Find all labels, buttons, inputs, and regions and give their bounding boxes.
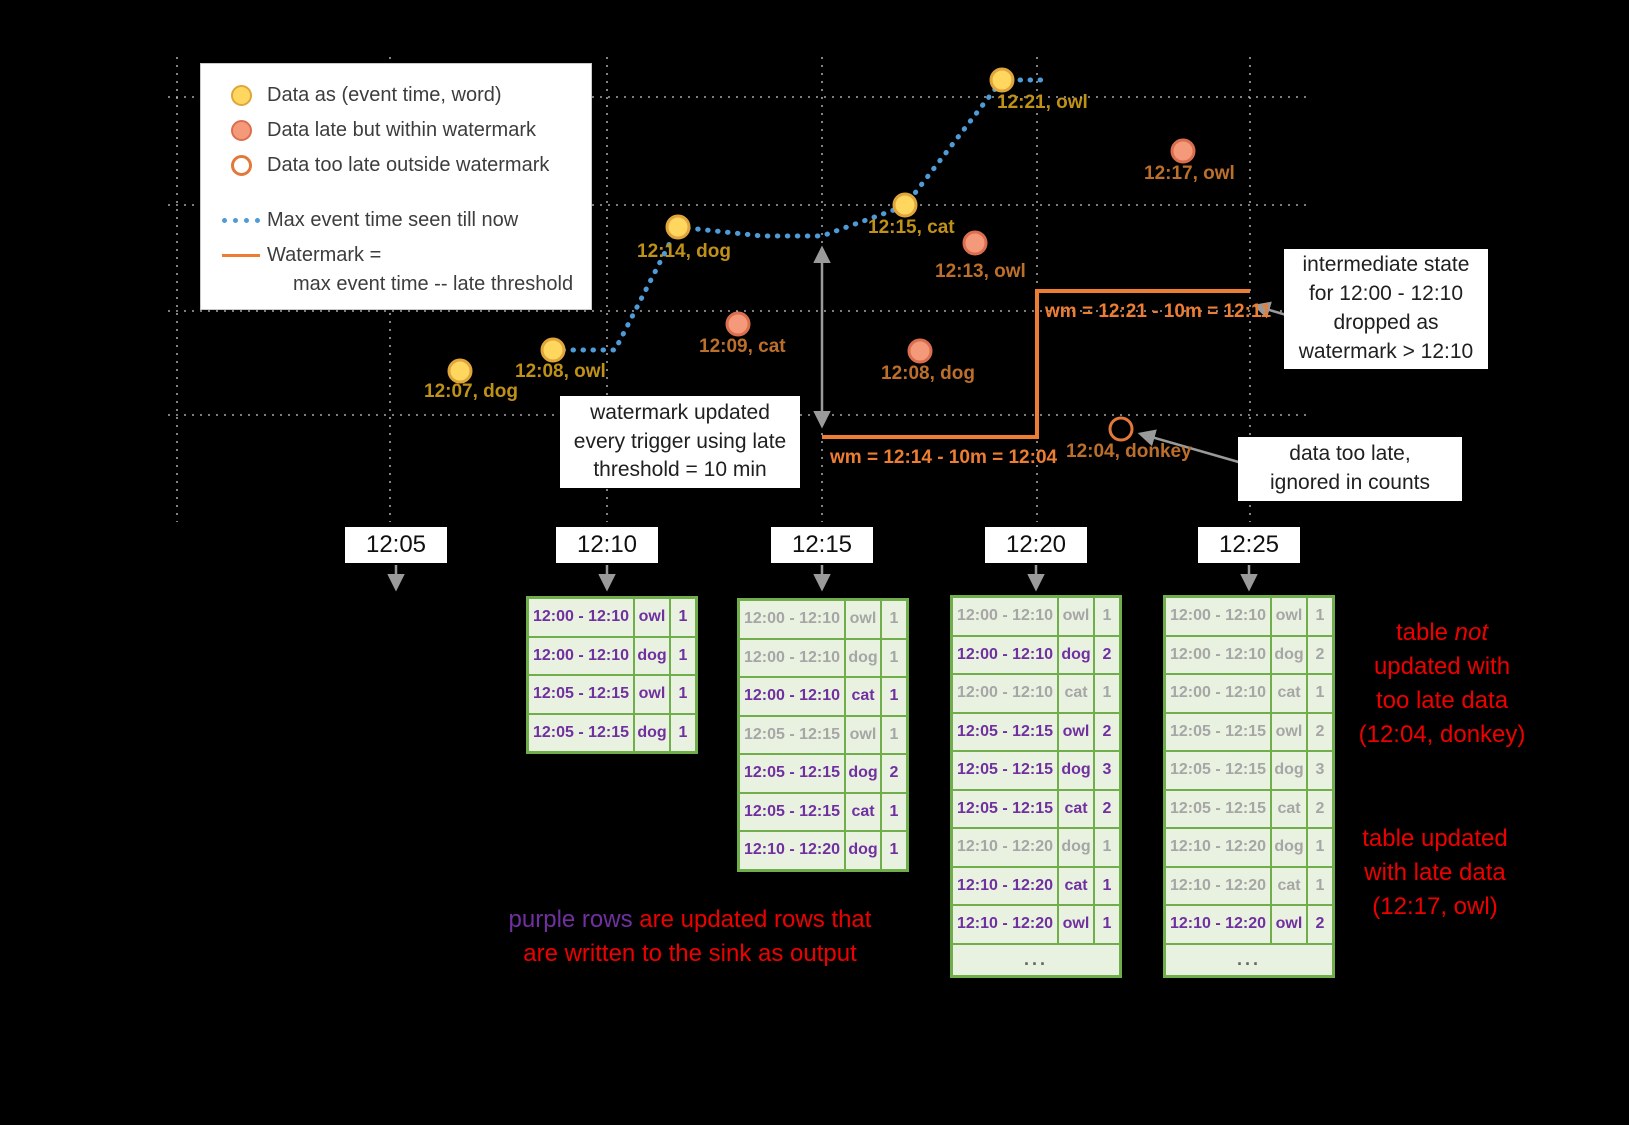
watermark-label-1: wm = 12:14 - 10m = 12:04 <box>830 447 1058 468</box>
legend-item-on-time: Data as (event time, word) <box>215 78 581 113</box>
dotted-line-icon <box>215 218 267 223</box>
note-purple-rows: purple rows are updated rows that are wr… <box>470 869 910 971</box>
data-point-late <box>907 338 933 364</box>
watermark-label-2: wm = 12:21 - 10m = 12:11 <box>1045 301 1272 322</box>
on-time-dot-icon <box>215 85 267 106</box>
too-late-dot-icon <box>215 155 267 176</box>
data-point-late <box>962 230 988 256</box>
watermark-line <box>822 289 1250 439</box>
data-point-on-time <box>665 214 691 240</box>
legend-item-watermark-line: Watermark = <box>215 238 581 273</box>
legend-label: Data late but within watermark <box>267 119 537 141</box>
legend-item-too-late: Data too late outside watermark <box>215 148 581 183</box>
legend-label: Data as (event time, word) <box>267 84 502 106</box>
legend: Data as (event time, word) Data late but… <box>200 63 592 310</box>
data-point-late <box>1170 138 1196 164</box>
legend-label: Max event time seen till now <box>267 209 519 231</box>
data-points <box>447 67 1196 442</box>
note-text: table <box>1395 619 1455 647</box>
callout-intermediate-state: intermediate state for 12:00 - 12:10 dro… <box>1284 249 1488 369</box>
callout-too-late: data too late, ignored in counts <box>1238 437 1462 501</box>
legend-label: Watermark = <box>267 244 382 266</box>
note-purple-text: purple rows <box>508 906 633 934</box>
data-point-on-time <box>447 358 473 384</box>
too-late-callout-arrow <box>1137 429 1243 465</box>
legend-label: Data too late outside watermark <box>267 154 550 176</box>
callout-watermark-updated: watermark updated every trigger using la… <box>560 396 800 488</box>
legend-item-late: Data late but within watermark <box>215 113 581 148</box>
note-text: updated with too late data (12:04, donke… <box>1358 653 1526 749</box>
note-text: are updated rows that are written to the… <box>523 906 872 968</box>
data-point-too-late <box>1108 416 1134 442</box>
data-point-on-time <box>540 337 566 363</box>
legend-item-max-event-line: Max event time seen till now <box>215 203 581 238</box>
data-point-late <box>725 311 751 337</box>
note-updated-late: table updated with late data (12:17, owl… <box>1362 825 1508 921</box>
data-point-on-time <box>989 67 1015 93</box>
note-text-italic: not <box>1454 619 1489 647</box>
trigger-arrows <box>387 565 1258 592</box>
legend-sublabel: max event time -- late threshold <box>293 273 574 295</box>
max-event-time-line <box>550 77 1046 353</box>
solid-line-icon <box>215 254 267 257</box>
note-not-updated: table not updated with too late data (12… <box>1342 582 1542 752</box>
late-dot-icon <box>215 120 267 141</box>
data-point-on-time <box>892 192 918 218</box>
